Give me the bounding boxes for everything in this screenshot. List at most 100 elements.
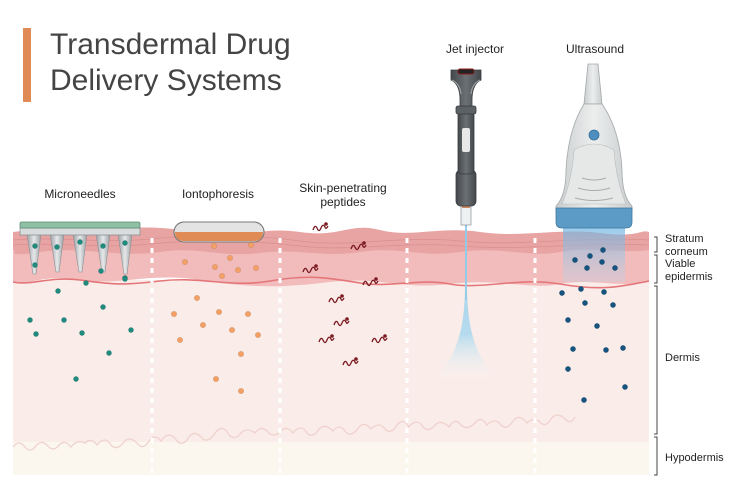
patch-outline: [173, 221, 265, 243]
device-highlight: [451, 79, 462, 95]
skin-layers: [12, 227, 650, 475]
device-window: [462, 128, 470, 152]
label-viable-epidermis: Viable epidermis: [665, 258, 713, 284]
drug-particle: [594, 323, 600, 329]
bracket-stratum-corneum: [654, 236, 658, 253]
microneedle-backing: [19, 227, 141, 236]
peptide-chain: [302, 266, 319, 274]
peptide-chain: [362, 279, 379, 287]
label-ultrasound: Ultrasound: [565, 42, 625, 56]
drug-particle: [27, 317, 33, 323]
drug-particle: [73, 376, 79, 382]
drug-particle: [612, 265, 618, 271]
probe-button: [588, 129, 600, 141]
stratum-line-1: [12, 235, 650, 244]
label-stratum-line1: Stratum: [665, 233, 704, 245]
page-title: Transdermal Drug Delivery Systems: [50, 27, 291, 99]
peptide-molecule: [362, 277, 379, 287]
hypodermis-layer: [13, 440, 649, 475]
drug-particle: [244, 310, 252, 318]
probe-line: [581, 177, 607, 181]
drug-particle: [599, 259, 605, 265]
device-highlight: [470, 79, 481, 95]
peptide-head: [345, 317, 349, 321]
drug-particle: [106, 350, 112, 356]
peptide-molecule: [302, 264, 319, 274]
iontophoresis-drug-particles: [170, 241, 262, 395]
label-jet-injector: Jet injector: [445, 42, 505, 56]
peptide-head: [383, 334, 387, 338]
drug-particle: [622, 384, 628, 390]
drug-particle: [83, 280, 89, 286]
drug-particle: [237, 387, 245, 395]
probe-line: [577, 187, 611, 191]
label-stratum-corneum: Stratum corneum: [665, 233, 708, 259]
drug-particle: [620, 345, 626, 351]
peptide-head: [330, 334, 334, 338]
label-microneedles: Microneedles: [44, 187, 116, 201]
drug-particle: [565, 366, 571, 372]
drug-particle: [100, 243, 106, 249]
drug-particle: [252, 264, 260, 272]
peptide-head: [374, 277, 378, 281]
bracket-viable-epidermis: [654, 254, 658, 284]
drug-particle: [100, 304, 106, 310]
device-head: [450, 69, 482, 107]
drug-particle: [212, 375, 220, 383]
peptide-chain: [371, 336, 388, 344]
peptide-chain: [350, 243, 367, 251]
drug-particle: [559, 290, 565, 296]
label-stratum-line2: corneum: [665, 246, 708, 258]
drug-particle: [254, 331, 262, 339]
drug-particle: [584, 265, 590, 271]
iontophoresis-patch: [173, 221, 265, 243]
label-dermis: Dermis: [665, 352, 700, 364]
drug-particle: [79, 330, 85, 336]
drug-particle: [32, 243, 38, 249]
drug-particle: [193, 294, 201, 302]
drug-particle: [587, 253, 593, 259]
title-line-2: Delivery Systems: [50, 64, 282, 97]
drug-particle: [199, 321, 207, 329]
probe-transducer: [555, 207, 633, 229]
peptide-chain: [312, 224, 329, 232]
drug-particle: [610, 302, 616, 308]
dermis-layer: [13, 280, 649, 442]
device-trigger: [457, 68, 475, 75]
drug-particle: [581, 397, 587, 403]
microneedle-drug-particles: [27, 239, 134, 382]
drug-particle: [578, 286, 584, 292]
patch-electrode: [175, 232, 263, 241]
viable-epidermis-layer: [13, 238, 649, 287]
bracket-dermis: [654, 285, 658, 435]
drug-particle: [210, 242, 218, 250]
peptide-molecule: [371, 334, 388, 344]
drug-particle: [54, 244, 60, 250]
peptide-head: [354, 357, 358, 361]
drug-particle: [122, 240, 128, 246]
drug-particle: [61, 317, 67, 323]
drug-particle: [33, 331, 39, 337]
label-viable-line1: Viable: [665, 258, 696, 270]
peptide-chain: [328, 296, 345, 304]
title-line-1: Transdermal Drug: [50, 28, 291, 61]
label-peptides-line1: Skin-penetrating: [299, 181, 387, 195]
drug-particle: [570, 346, 576, 352]
peptide-molecule: [318, 334, 335, 344]
peptide-molecule: [350, 241, 367, 251]
drug-particle: [582, 300, 588, 306]
peptide-molecule: [342, 357, 359, 367]
drug-particle: [211, 263, 219, 271]
peptide-head: [324, 222, 328, 226]
peptide-molecule: [312, 222, 329, 232]
ultrasound-probe: [555, 63, 633, 282]
stratum-line-2: [12, 240, 650, 249]
peptide-chain: [342, 359, 359, 367]
drug-particle: [181, 258, 189, 266]
drug-particle: [176, 336, 184, 344]
title-accent-bar: [23, 28, 31, 102]
ultrasound-field: [563, 228, 625, 282]
label-hypodermis: Hypodermis: [665, 452, 724, 464]
drug-particle: [128, 327, 134, 333]
drug-particle: [218, 272, 226, 280]
